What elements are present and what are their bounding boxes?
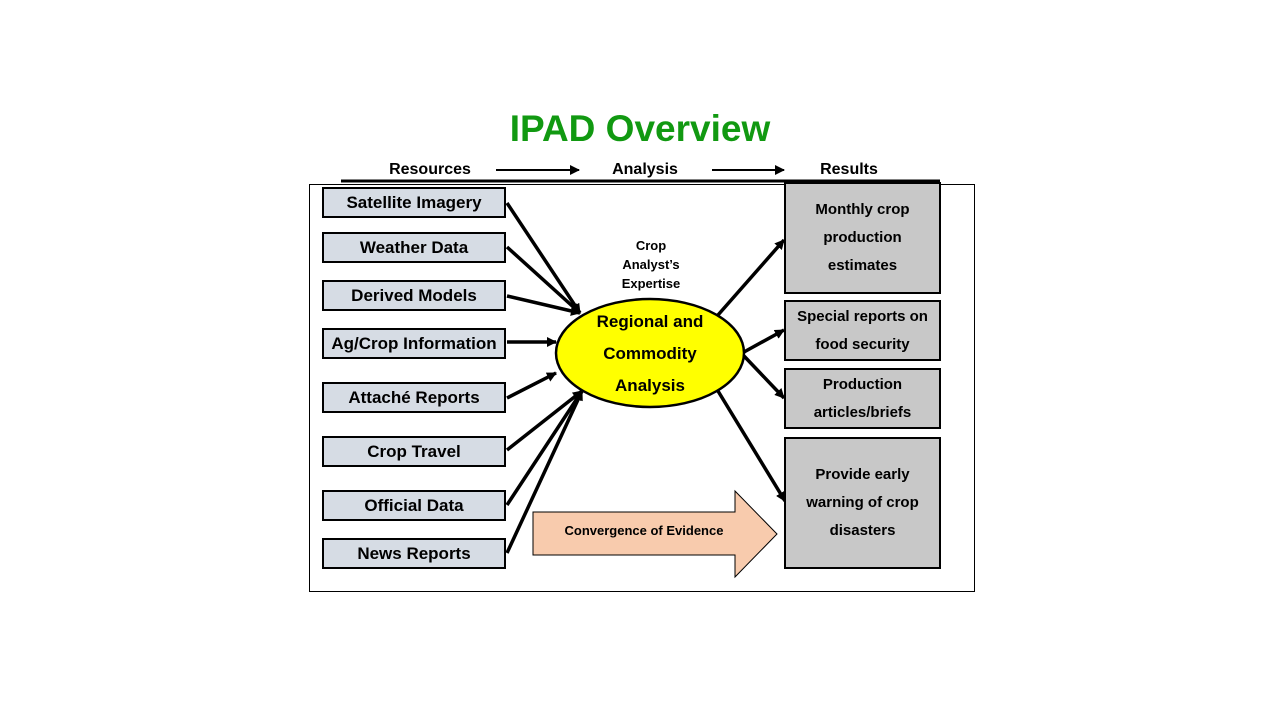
arrow-satellite: [505, 202, 582, 314]
center-analysis-label: Regional and Commodity Analysis: [570, 306, 730, 402]
header-results: Results: [820, 161, 878, 178]
crop-analyst-expertise: Crop Analyst’s Expertise: [606, 236, 696, 293]
center-line: Commodity: [603, 344, 697, 363]
result-line: production: [823, 229, 902, 246]
resource-derived-models: Derived Models: [322, 280, 506, 311]
resource-attache-reports: Attaché Reports: [322, 382, 506, 413]
result-line: Production: [822, 375, 903, 393]
resource-weather-data: Weather Data: [322, 232, 506, 263]
diagram-frame: [309, 184, 975, 592]
header-resources: Resources: [389, 161, 471, 178]
arrow-derived: [506, 294, 581, 316]
arrow-travel: [505, 389, 584, 452]
page-title: IPAD Overview: [509, 108, 771, 149]
result-line: Provide early: [815, 466, 910, 483]
center-ellipse: [554, 297, 746, 409]
header-analysis: Analysis: [612, 161, 678, 178]
arrow-to-production: [742, 354, 786, 400]
result-line: Monthly crop: [815, 201, 910, 218]
result-production-articles: Production articles/briefs: [784, 368, 941, 429]
arrow-to-warning: [716, 390, 787, 502]
result-early-warning: Provide early warning of crop disasters: [784, 437, 941, 569]
arrow-weather: [505, 245, 582, 315]
expertise-line: Analyst’s: [622, 257, 680, 272]
result-line: warning of crop: [806, 494, 919, 511]
arrow-official: [505, 390, 584, 506]
result-special-reports: Special reports on food security: [784, 300, 941, 361]
resource-official-data: Official Data: [322, 490, 506, 521]
arrow-to-special: [743, 328, 785, 354]
convergence-arrow: [532, 489, 778, 579]
result-monthly-crop-estimates: Monthly crop production estimates: [784, 182, 941, 294]
expertise-line: Expertise: [621, 276, 681, 291]
result-line: food security: [815, 335, 910, 353]
result-line: articles/briefs: [813, 403, 912, 421]
resource-satellite-imagery: Satellite Imagery: [322, 187, 506, 218]
convergence-label: Convergence of Evidence: [564, 523, 724, 538]
center-line: Regional and: [596, 312, 704, 331]
expertise-line: Crop: [635, 238, 667, 253]
resource-ag-crop-information: Ag/Crop Information: [322, 328, 506, 359]
center-line: Analysis: [615, 376, 685, 395]
result-line: estimates: [827, 257, 898, 274]
resource-crop-travel: Crop Travel: [322, 436, 506, 467]
result-line: Special reports on: [797, 307, 928, 325]
resource-news-reports: News Reports: [322, 538, 506, 569]
arrow-news: [505, 390, 584, 554]
result-line: disasters: [829, 522, 896, 539]
arrow-attache: [506, 371, 557, 400]
arrow-to-monthly: [716, 238, 786, 317]
